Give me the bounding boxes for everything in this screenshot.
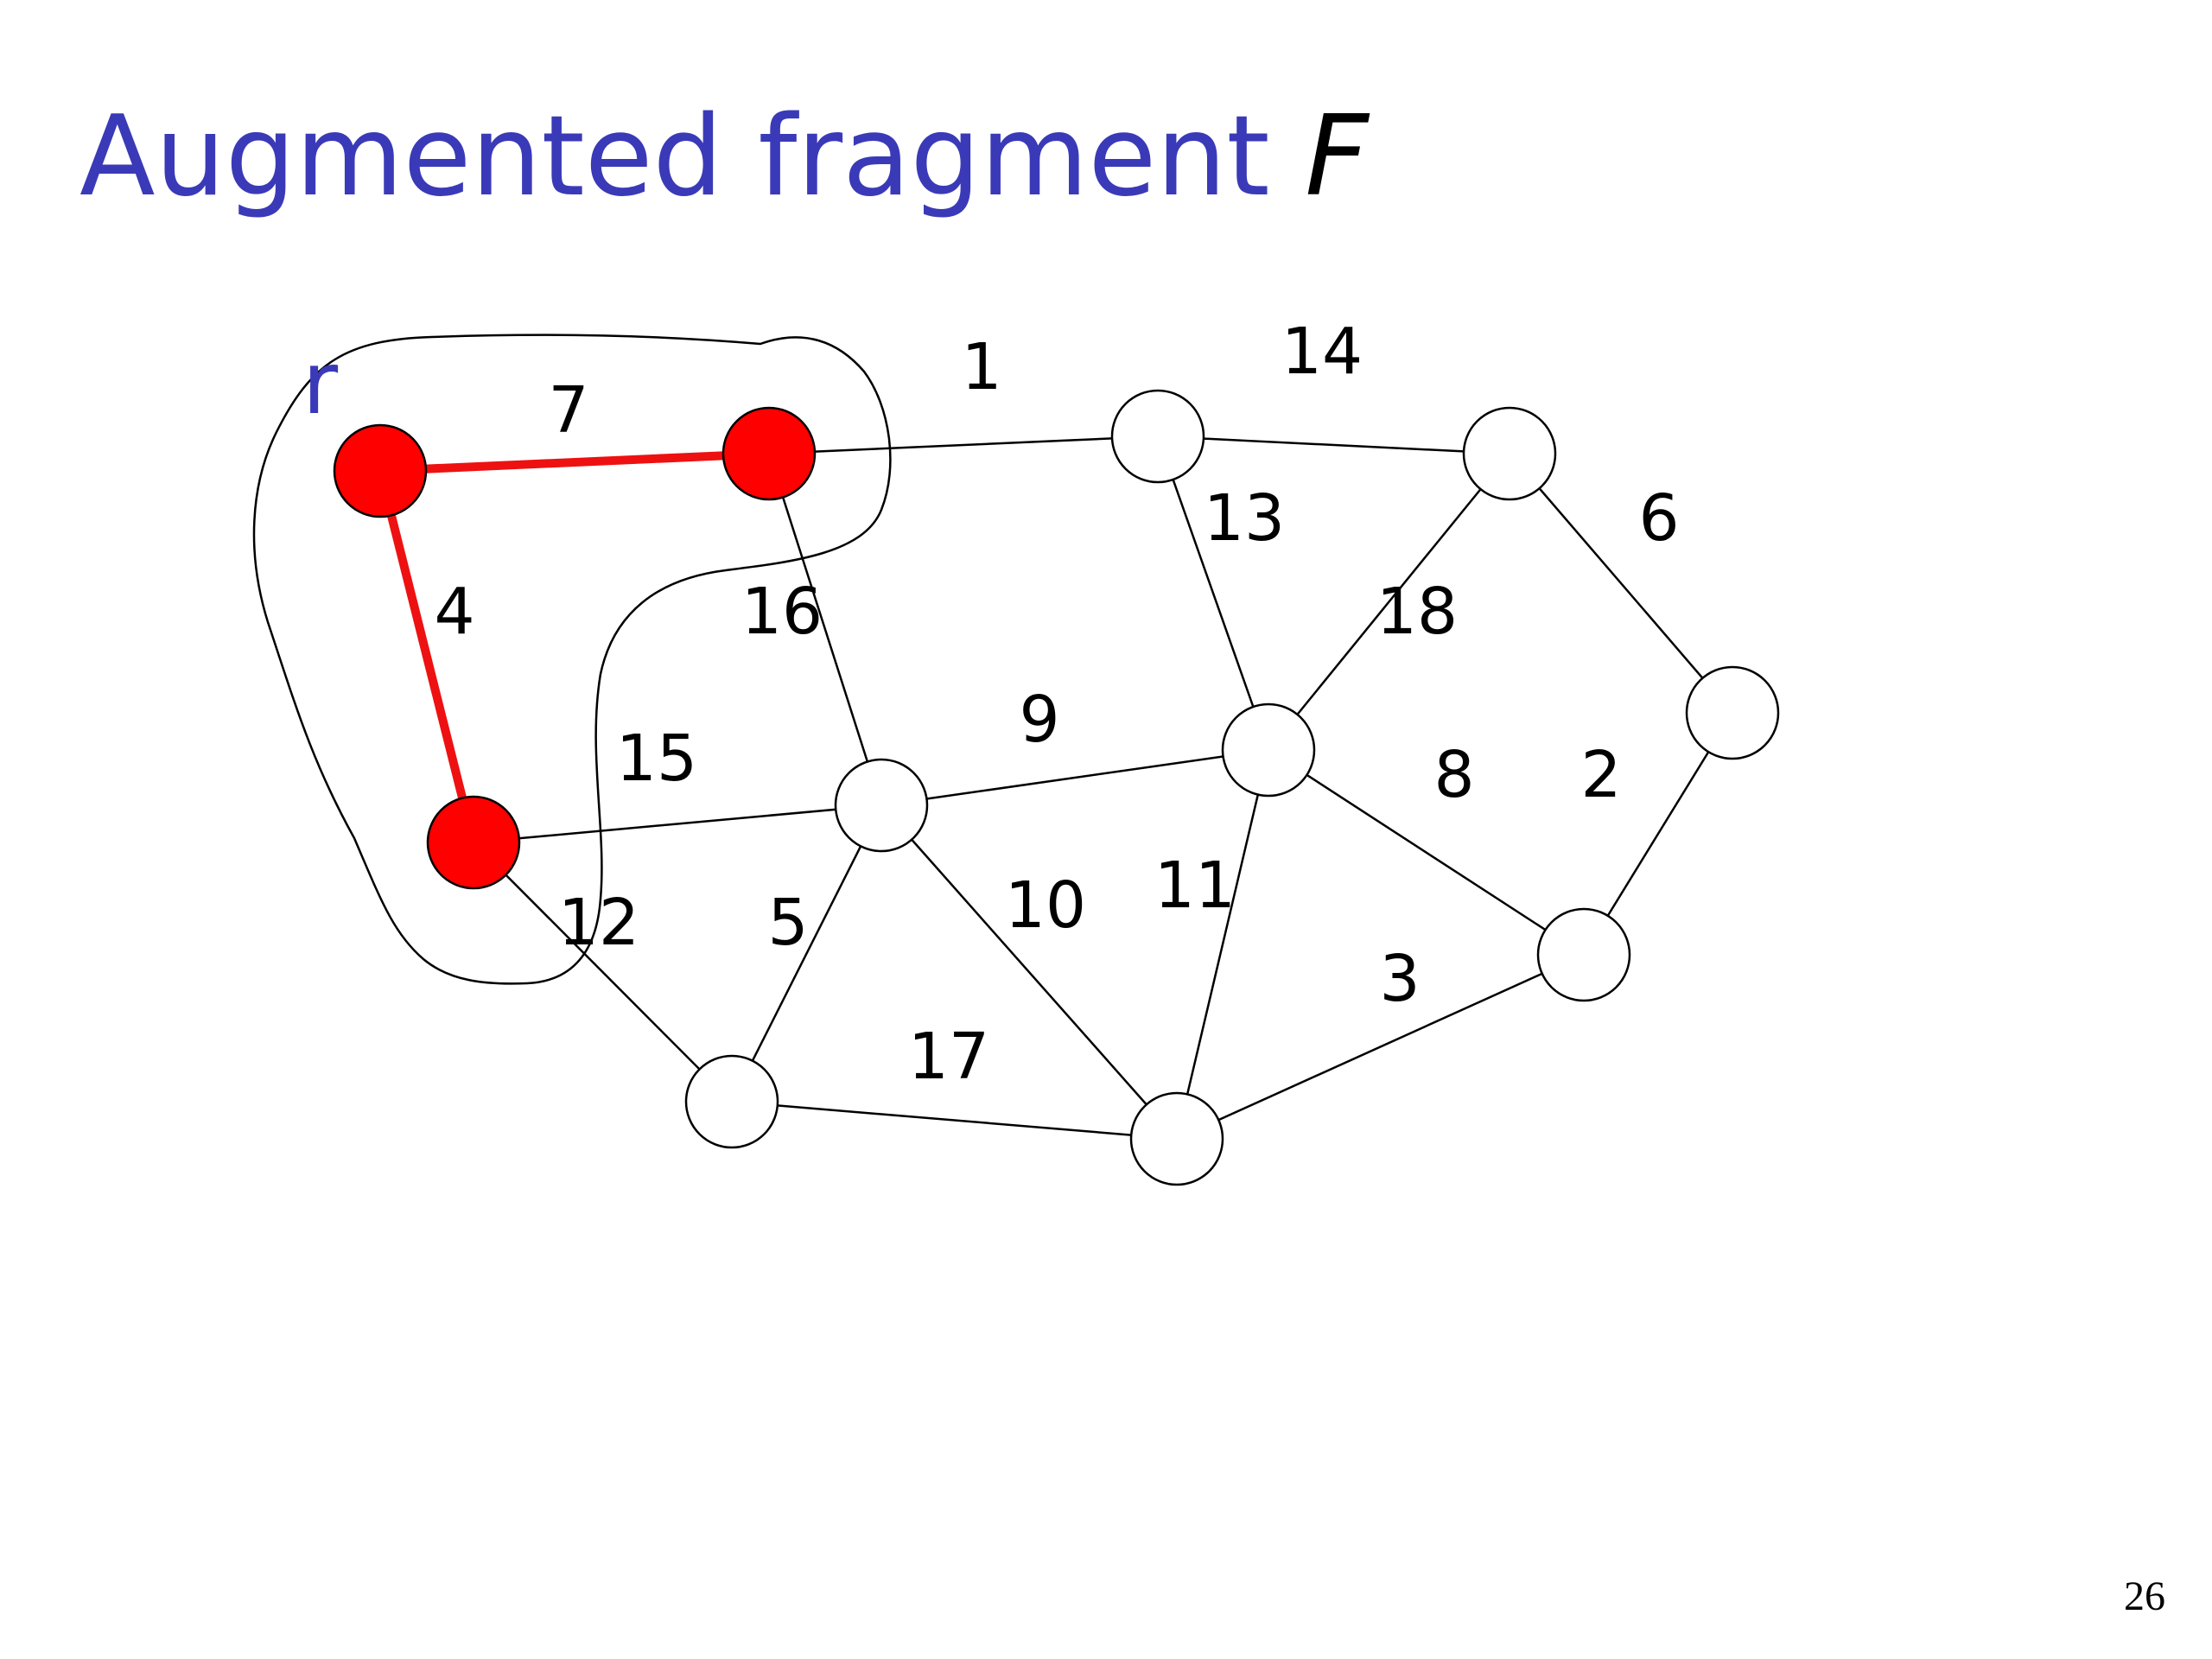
- edge-E-F: [1509, 453, 1733, 714]
- edge-weight-label: 10: [1005, 868, 1086, 943]
- graph-node: [1129, 1091, 1224, 1186]
- graph-node: [1110, 389, 1205, 484]
- graph-node: [1462, 406, 1557, 501]
- edge-weight-label: 17: [908, 1020, 989, 1094]
- edge-weight-label: 5: [767, 886, 808, 960]
- edge-weight-label: 1: [961, 330, 1001, 404]
- edge-weight-label: 4: [434, 575, 474, 649]
- edge-weight-label: 18: [1376, 575, 1458, 649]
- edge-weight-label: 11: [1154, 849, 1236, 923]
- page-number: 26: [2124, 1573, 2165, 1619]
- slide-title: Augmented fragment F: [79, 102, 1369, 213]
- edge-H-J: [1175, 749, 1270, 1140]
- edge-A-C: [376, 469, 478, 844]
- graph-node: [1536, 907, 1631, 1002]
- edge-weight-label: 2: [1580, 738, 1621, 812]
- root-label: r: [302, 333, 339, 434]
- graph-node: [834, 758, 929, 853]
- edge-weight-label: 3: [1379, 942, 1420, 1016]
- edge-D-H: [1156, 435, 1270, 751]
- edge-H-K: [1268, 748, 1585, 957]
- edge-weight-label: 14: [1281, 315, 1363, 389]
- edge-E-H: [1268, 453, 1510, 751]
- fragment-node: [333, 423, 428, 518]
- edge-F-K: [1582, 712, 1734, 956]
- edge-D-E: [1157, 435, 1510, 455]
- edge-G-H: [880, 748, 1269, 807]
- edge-C-G: [473, 804, 882, 844]
- edge-B-G: [767, 453, 883, 806]
- fragment-boundary: [252, 334, 892, 985]
- edge-weight-label: 9: [1019, 683, 1059, 757]
- edge-I-J: [731, 1100, 1178, 1141]
- edge-C-I: [473, 842, 733, 1103]
- graph-node: [684, 1054, 779, 1149]
- fragment-node: [721, 406, 817, 501]
- edge-weight-label: 8: [1433, 738, 1474, 812]
- edge-B-D: [768, 435, 1159, 455]
- edge-A-B: [379, 449, 770, 475]
- fragment-node: [426, 795, 521, 890]
- edge-G-J: [880, 804, 1178, 1140]
- edge-weight-label: 12: [558, 886, 639, 960]
- title-variable: F: [1305, 92, 1369, 221]
- edge-weight-label: 13: [1204, 481, 1285, 556]
- graph-node: [1685, 665, 1780, 760]
- edge-weight-label: 6: [1638, 481, 1679, 556]
- title-text: Augmented fragment: [79, 92, 1270, 221]
- edge-weight-label: 16: [741, 575, 823, 649]
- edge-J-K: [1176, 953, 1585, 1141]
- edge-G-I: [730, 804, 883, 1103]
- edge-weight-label: 7: [548, 373, 588, 448]
- graph-node: [1221, 702, 1316, 798]
- edge-weight-label: 15: [616, 721, 697, 796]
